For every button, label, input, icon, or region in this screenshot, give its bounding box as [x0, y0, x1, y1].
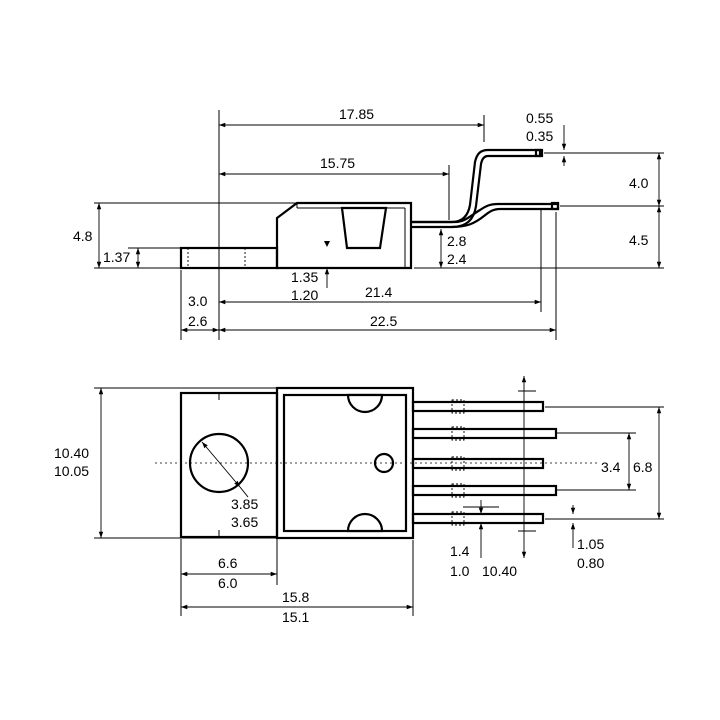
dim-6-6: 6.6: [218, 555, 238, 571]
dim-15-1: 15.1: [282, 609, 309, 625]
dim-6-8: 6.8: [633, 459, 653, 475]
dim-15-75: 15.75: [320, 155, 355, 171]
tab-flange: [179, 246, 279, 270]
dim-10-40-bottom: 10.40: [482, 563, 517, 579]
top-notch: [346, 393, 384, 414]
lead-3: [411, 457, 545, 470]
mounting-hole-diameter: [201, 441, 241, 488]
dim-15-8: 15.8: [282, 589, 309, 605]
dim-1-20: 1.20: [291, 287, 318, 303]
dim-1-37: 1.37: [103, 249, 130, 265]
dim-2-8: 2.8: [447, 233, 467, 249]
dim-1-0: 1.0: [450, 563, 470, 579]
dim-0-35: 0.35: [526, 128, 553, 144]
lead-2: [411, 427, 558, 440]
recess-marker: [324, 241, 330, 247]
dim-3-0: 3.0: [188, 293, 208, 309]
lead-upper: [411, 148, 542, 229]
dim-21-4: 21.4: [365, 284, 392, 300]
mounting-hole: [188, 432, 250, 494]
dim-3-85: 3.85: [231, 496, 258, 512]
dim-0-80: 0.80: [577, 555, 604, 571]
dim-2-6: 2.6: [188, 313, 208, 329]
bottom-notch: [346, 512, 384, 533]
dim-1-4: 1.4: [450, 543, 470, 559]
lead-1: [411, 400, 545, 413]
dim-4-0: 4.0: [629, 175, 649, 191]
dim-4-5: 4.5: [629, 232, 649, 248]
dim-1-35: 1.35: [291, 269, 318, 285]
top-view: 10.40 10.05 3.85 3.65 6.6 6.0 15.8 15.1 …: [54, 376, 664, 625]
dim-10-05: 10.05: [54, 463, 89, 479]
lead-lower: [411, 202, 560, 229]
dim-10-40-left: 10.40: [54, 445, 89, 461]
lead-tip-upper: [534, 148, 544, 158]
dim-2-4: 2.4: [447, 251, 467, 267]
lead-tip-lower: [550, 201, 560, 211]
dim-3-4: 3.4: [601, 459, 621, 475]
dim-3-65: 3.65: [231, 514, 258, 530]
lead-5: [411, 512, 545, 525]
dim-17-85: 17.85: [339, 106, 374, 122]
package-body: [275, 201, 413, 270]
dim-4-8: 4.8: [73, 228, 93, 244]
dim-1-05: 1.05: [577, 536, 604, 552]
body-recess: [340, 206, 388, 250]
lead-4: [411, 484, 558, 497]
side-view: 17.85 15.75 0.55 0.35 4.0 4.5 4.8 1.37 2…: [73, 106, 664, 340]
dim-6-0: 6.0: [218, 575, 238, 591]
dim-0-55: 0.55: [526, 110, 553, 126]
dim-22-5: 22.5: [370, 313, 397, 329]
tab-outline: [179, 391, 279, 539]
